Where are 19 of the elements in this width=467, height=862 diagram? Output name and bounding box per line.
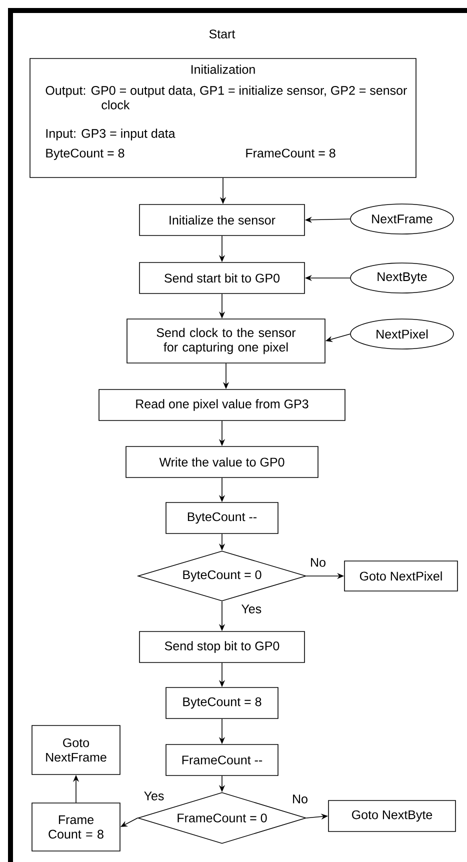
process-box: Read one pixel value from GP3 <box>98 389 346 421</box>
edge-label: No <box>291 794 309 804</box>
process-box: Send start bit to GP0 <box>139 262 305 294</box>
edge-label: Yes <box>240 604 263 614</box>
process-box: Send clock to the sensor for capturing one pixel <box>126 318 326 364</box>
process-box: Goto NextByte <box>328 800 456 832</box>
process-box: Send stop bit to GP0 <box>139 631 305 663</box>
process-box: Write the value to GP0 <box>126 446 318 478</box>
start-label: Start <box>209 30 236 38</box>
edge-label: No <box>309 557 327 568</box>
process-box: Goto NextPixel <box>344 560 458 592</box>
process-box: FrameCount -- <box>166 744 278 776</box>
edge-label: Yes <box>142 790 166 802</box>
process-box: Goto NextFrame <box>32 725 120 775</box>
initialization-box: Initialization Output: GP0 = output data, GP1 = initialize sensor, GP2 = sensor clock Input: GP3 = input data ByteCount = 8 FrameCount = 8 <box>30 58 416 178</box>
process-box: ByteCount -- <box>166 502 278 534</box>
process-box: Initialize the sensor <box>139 204 305 236</box>
process-box: Frame Count = 8 <box>32 802 120 852</box>
process-box: ByteCount = 8 <box>166 687 278 719</box>
